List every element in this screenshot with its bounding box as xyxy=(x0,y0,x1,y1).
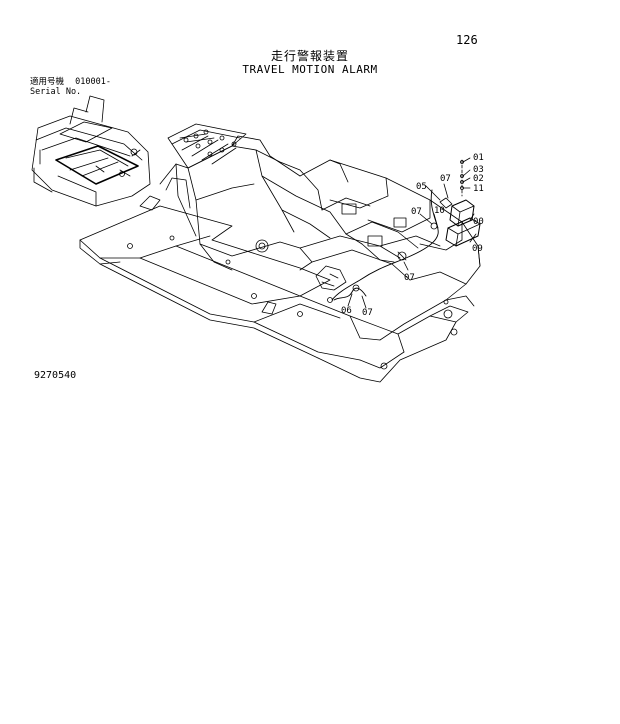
callout-07-lower: 07 xyxy=(404,273,415,283)
callout-02: 02 xyxy=(473,174,484,184)
serial-label-jp: 適用号機 xyxy=(30,77,65,87)
callout-09: 09 xyxy=(472,244,483,254)
part-callouts: 01 03 02 11 05 07 07 00 10 09 07 06 07 xyxy=(341,153,484,318)
undercarriage-frame xyxy=(79,123,481,383)
callout-07-mid: 07 xyxy=(411,207,422,217)
callout-01: 01 xyxy=(473,153,484,163)
callout-07-top: 07 xyxy=(440,174,451,184)
callout-06: 06 xyxy=(341,306,352,316)
serial-value: 010001- xyxy=(75,77,111,87)
callout-03: 03 xyxy=(473,165,484,175)
serial-applicability: 適用号機 010001- Serial No. xyxy=(30,77,111,97)
alarm-components xyxy=(331,157,481,309)
document-code: 9270540 xyxy=(34,370,77,381)
callout-11: 11 xyxy=(473,184,484,194)
page-title-japanese: 走行警報装置 xyxy=(270,49,349,63)
callout-00: 00 xyxy=(473,217,484,227)
page-title-english: TRAVEL MOTION ALARM xyxy=(242,63,378,76)
callout-07-bottom: 07 xyxy=(362,308,373,318)
callout-10: 10 xyxy=(434,206,445,216)
machine-overview-inset xyxy=(31,95,151,207)
page-number: 126 xyxy=(456,33,478,47)
serial-label-en: Serial No. xyxy=(30,87,82,97)
callout-05: 05 xyxy=(416,182,427,192)
